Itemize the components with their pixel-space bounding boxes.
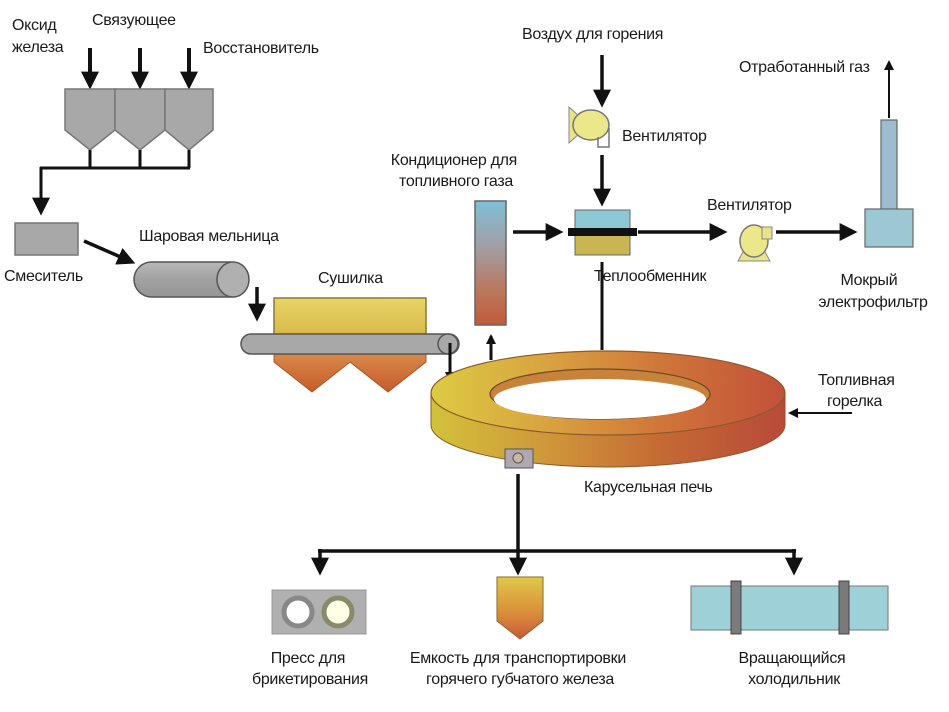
feed-hoppers	[32, 88, 214, 216]
label-fuel-burner-1: Топливная	[818, 372, 895, 389]
rotary-hearth-furnace	[430, 350, 786, 469]
label-heat-exchanger: Теплообменник	[594, 268, 707, 285]
ball-mill	[133, 261, 250, 298]
label-mixer: Смеситель	[4, 268, 83, 285]
fuel-gas-conditioner	[474, 200, 507, 326]
label-dryer: Сушилка	[318, 270, 383, 287]
mixer	[14, 222, 79, 256]
label-briquetting-press: Пресс для брикетирования	[252, 650, 368, 688]
hopper-reductant	[164, 88, 214, 151]
label-wet-esp: Мокрый электрофильтр	[818, 272, 928, 311]
wet-electrostatic-precipitator	[864, 119, 914, 248]
label-iron-oxide: Оксид железа	[12, 17, 64, 56]
fan-exhaust	[737, 224, 773, 262]
input-arrows	[81, 48, 198, 90]
label-ball-mill: Шаровая мельница	[139, 228, 279, 245]
exhaust-stack	[880, 119, 898, 211]
label-binder: Связующее	[92, 12, 176, 29]
briquetting-press	[271, 589, 367, 635]
dryer	[240, 297, 460, 393]
label-reductant: Восстановитель	[203, 40, 319, 57]
label-combustion-air: Воздух для горения	[522, 26, 663, 43]
hopper-iron-oxide	[64, 88, 116, 151]
arrow-mixer-to-mill	[83, 239, 136, 265]
heat-exchanger	[568, 209, 637, 256]
fan-combustion-air	[568, 105, 610, 148]
output-arrows	[311, 474, 803, 576]
label-fuel-gas-conditioner: Кондиционер для топливного газа	[391, 152, 521, 190]
label-hot-dri-container: Емкость для транспортировки горячего губ…	[410, 650, 630, 688]
label-fuel-burner-2: горелка	[827, 393, 883, 410]
label-exhaust-gas: Отработанный газ	[739, 59, 870, 76]
dryer-conveyor	[240, 333, 460, 355]
label-fan-top: Вентилятор	[622, 128, 707, 145]
hopper-binder	[114, 88, 166, 151]
hot-dri-container	[496, 576, 544, 640]
rotary-cooler	[690, 580, 889, 635]
label-fan-right: Вентилятор	[707, 197, 792, 214]
label-rotary-cooler: Вращающийся холодильник	[738, 650, 849, 688]
label-rotary-hearth-furnace: Карусельная печь	[584, 479, 713, 496]
